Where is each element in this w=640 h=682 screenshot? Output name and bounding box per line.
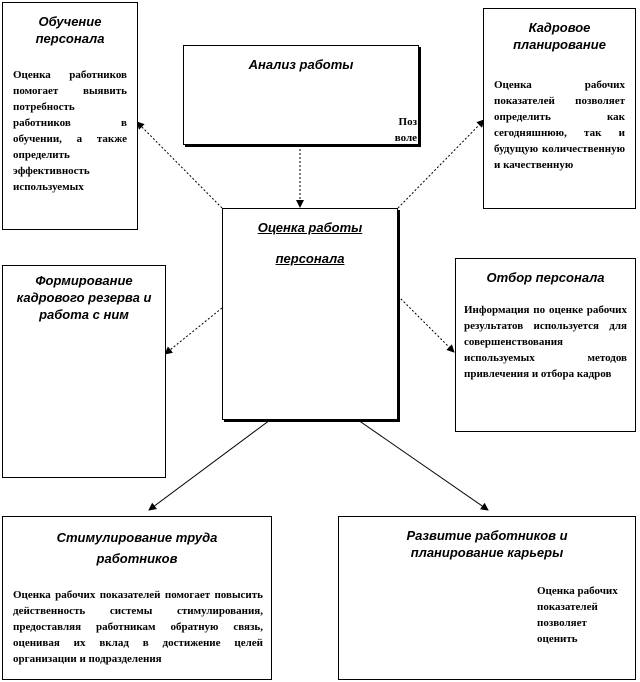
center-title-line2: персонала (275, 251, 345, 266)
reserve-title: Формирование кадрового резерва и работа … (16, 273, 152, 322)
arrow-to-development (357, 419, 489, 511)
training-text: Оценка работников помогает выявить потре… (13, 69, 127, 193)
analysis-text: Поз воле (394, 116, 417, 144)
development-title: Развитие работников и планирование карье… (406, 528, 568, 560)
reserve-box: Формирование кадрового резерва и работа … (2, 265, 166, 478)
center-title-line1: Оценка работы (257, 220, 363, 235)
training-title: Обучение персонала (35, 14, 105, 46)
planning-text: Оценка рабочих показателей позволяет опр… (494, 79, 625, 171)
arrow-to-reserve (164, 307, 223, 355)
training-box: Обучение персонала Оценка работников пом… (2, 2, 138, 230)
center-box: Оценка работы персонала (222, 208, 398, 420)
arrow-to-stimulation (148, 419, 271, 511)
stimulation-text: Оценка рабочих показателей помогает повы… (13, 589, 263, 665)
selection-title: Отбор персонала (486, 270, 605, 285)
development-box: Развитие работников и планирование карье… (338, 516, 636, 680)
arrow-to-selection (397, 295, 455, 353)
selection-text: Информация по оценке рабочих результатов… (464, 304, 627, 380)
analysis-title: Анализ работы (248, 57, 354, 72)
stimulation-box: Стимулирование труда работников Оценка р… (2, 516, 272, 680)
analysis-box: Анализ работы Поз воле (183, 45, 419, 145)
planning-title: Кадровое планирование (513, 20, 606, 52)
development-text: Оценка рабочих показателей позволяет оце… (537, 585, 618, 645)
selection-box: Отбор персонала Информация по оценке раб… (455, 258, 636, 432)
stimulation-title: Стимулирование труда работников (56, 530, 218, 566)
planning-box: Кадровое планирование Оценка рабочих пок… (483, 8, 636, 209)
